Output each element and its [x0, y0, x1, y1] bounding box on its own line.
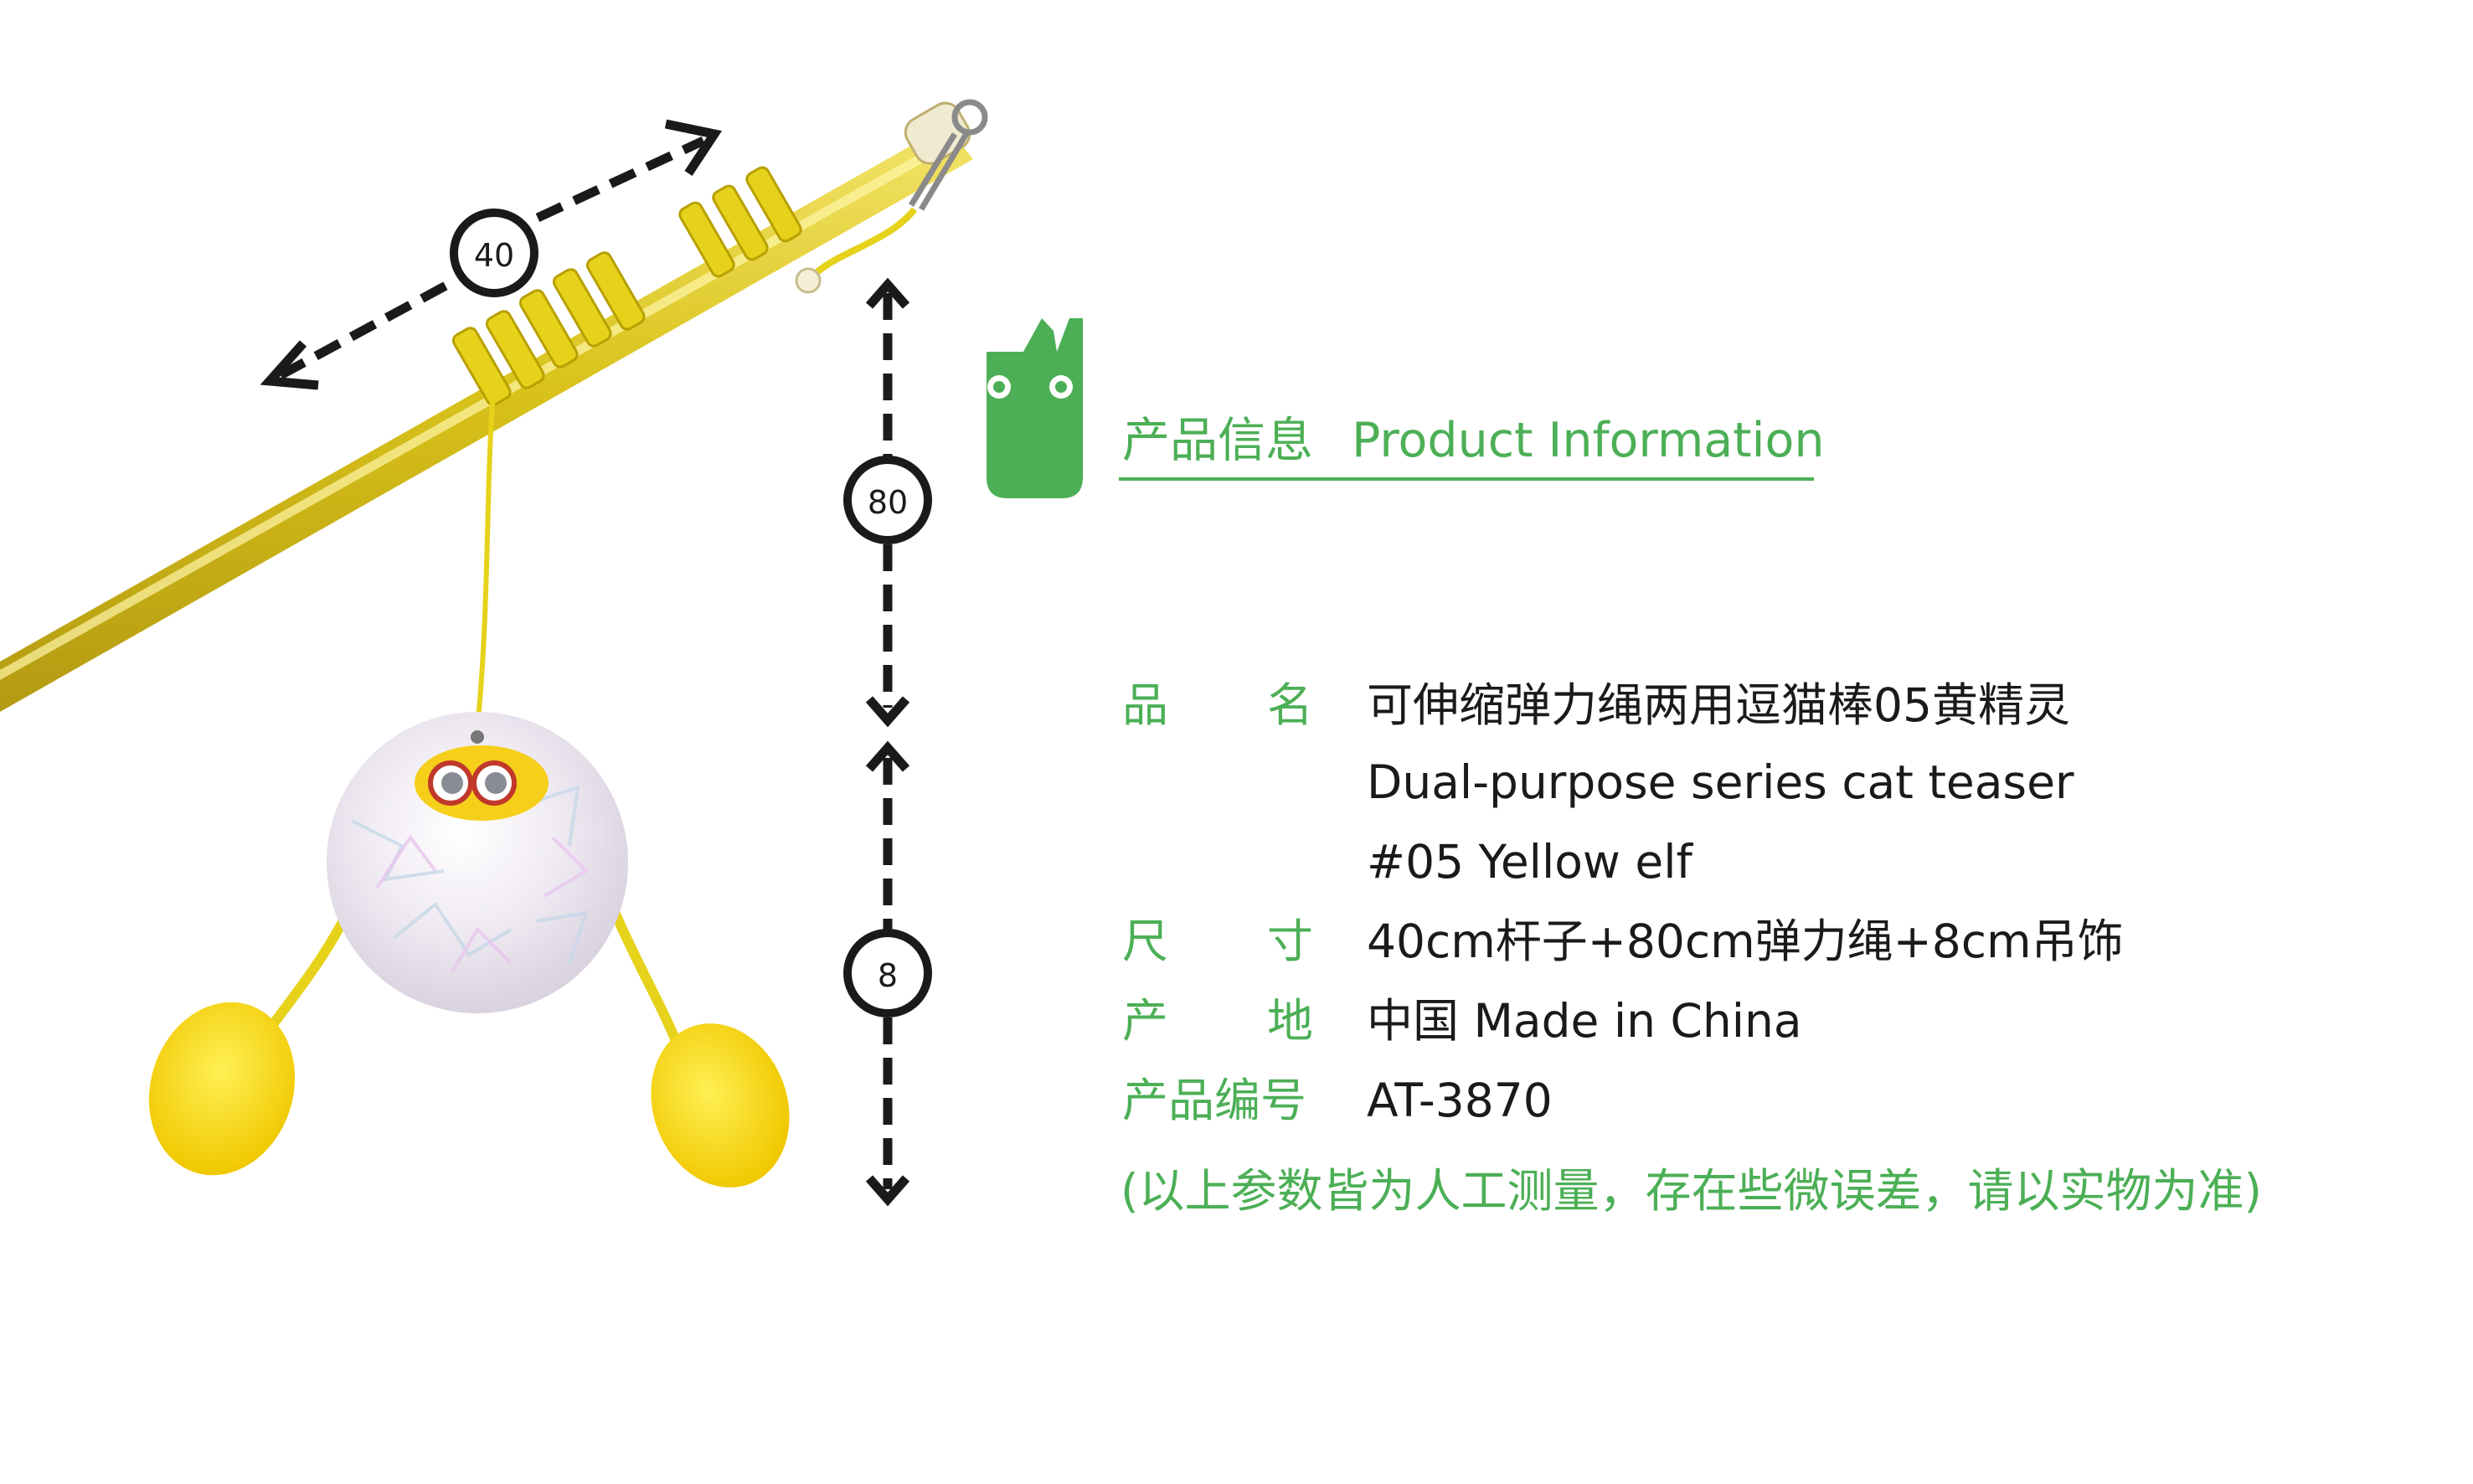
spec-label-code-text: 产品编号	[1122, 1074, 1307, 1127]
heading-en: Product Information	[1352, 413, 1825, 468]
green-creature-logo-icon	[987, 318, 1083, 498]
rod-length-dimension	[260, 119, 723, 390]
pendant-length-value: 8	[878, 957, 898, 994]
teaser-rod	[0, 101, 973, 712]
spec-label-name-text: 品名	[1122, 678, 1413, 732]
spec-value-origin: 中国 Made in China	[1367, 994, 1802, 1048]
yellow-elf-pendant	[148, 712, 790, 1188]
bead	[795, 267, 822, 294]
section-heading: 产品信息 Product Information	[1122, 402, 1825, 471]
rod-length-badge: 40	[450, 209, 538, 297]
cord-length-dimension	[865, 277, 910, 728]
heading-underline	[1119, 477, 1814, 481]
heading-zh: 产品信息	[1122, 413, 1313, 468]
spec-label-size: 尺寸	[1122, 919, 1332, 965]
measurement-note: (以上参数皆为人工测量，存在些微误差，请以实物为准)	[1121, 1164, 2262, 1218]
pendant-length-dimension	[865, 740, 910, 1207]
elastic-cord	[810, 207, 918, 279]
rod-length-value: 40	[474, 237, 514, 274]
spec-value-name-en-line1: Dual-purpose series cat teaser	[1367, 755, 2074, 809]
product-info-panel: 产品信息 Product Information 品名 可伸缩弹力绳两用逗猫棒05…	[980, 310, 2454, 1273]
spec-label-code: 产品编号	[1122, 1078, 1332, 1124]
spec-value-size: 40cm杆子+80cm弹力绳+8cm吊饰	[1367, 915, 2124, 968]
spec-value-name-zh: 可伸缩弹力绳两用逗猫棒05黄精灵	[1367, 678, 2070, 732]
cord-length-value: 80	[868, 484, 908, 521]
cord-length-badge: 80	[843, 456, 932, 544]
spec-value-code: AT-3870	[1367, 1074, 1553, 1127]
pendant-length-badge: 8	[843, 929, 932, 1018]
spec-label-size-text: 尺寸	[1122, 915, 1413, 968]
spec-label-origin: 产地	[1122, 998, 1332, 1044]
pendant-cord	[475, 384, 497, 729]
spec-value-name-en-line2: #05 Yellow elf	[1367, 835, 1692, 889]
spec-label-name: 品名	[1122, 683, 1332, 729]
spec-label-origin-text: 产地	[1122, 994, 1413, 1048]
hook-clip	[909, 99, 988, 211]
